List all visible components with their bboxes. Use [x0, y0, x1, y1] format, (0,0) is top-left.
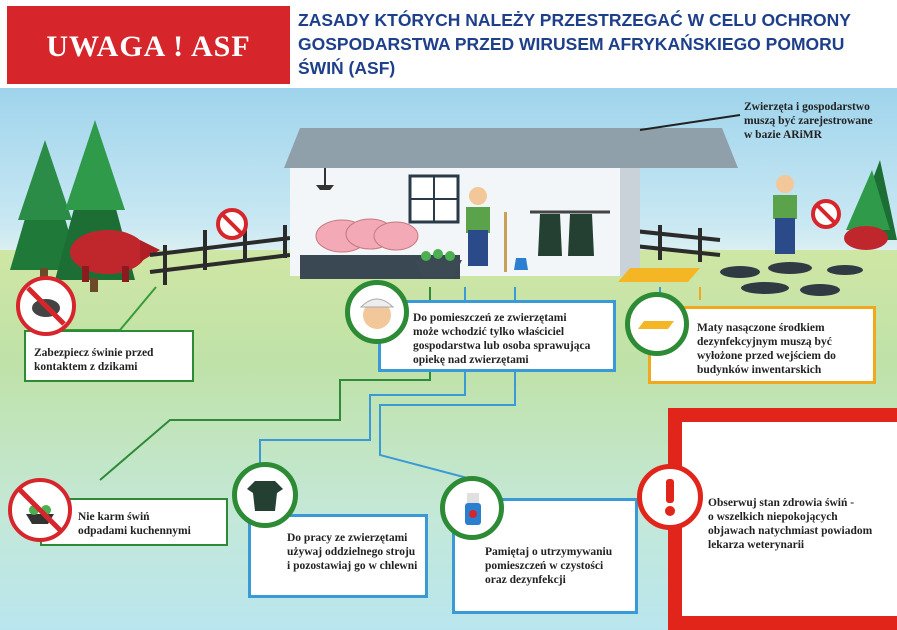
- note-line: może wchodzić tylko właściciel: [413, 326, 565, 338]
- note-line: budynków inwentarskich: [697, 364, 822, 376]
- registration-note: Zwierzęta i gospodarstwo muszą być zarej…: [740, 98, 896, 148]
- exclamation-icon: [637, 464, 703, 530]
- note-line: w bazie ARiMR: [744, 129, 822, 141]
- wild-boar-note: Zabezpiecz świnie przed kontaktem z dzik…: [24, 330, 194, 382]
- pigs: [315, 218, 419, 253]
- disinfection-mat: [618, 268, 700, 282]
- clothing-note: Do pracy ze zwierzętami używaj oddzielne…: [248, 514, 428, 598]
- feeder: [414, 249, 462, 276]
- disinfectant-spray-icon: [440, 476, 504, 540]
- note-line: oraz dezynfekcji: [485, 574, 566, 586]
- no-wild-boar-icon: [16, 276, 76, 336]
- hanging-clothes: [530, 210, 610, 256]
- note-line: Zabezpiecz świnie przed: [34, 347, 154, 359]
- disinfection-mat-icon: [625, 292, 689, 356]
- farmer-head-icon: [345, 280, 409, 344]
- note-line: Do pomieszczeń ze zwierzętami: [413, 312, 567, 324]
- poster-title-line: ZASADY KTÓRYCH NALEŻY PRZESTRZEGAĆ W CEL…: [298, 10, 851, 30]
- stones: [720, 262, 863, 296]
- work-shirt-icon: [232, 462, 298, 528]
- note-line: Obserwuj stan zdrowia świń -: [708, 497, 855, 509]
- access-note: Do pomieszczeń ze zwierzętami może wchod…: [378, 300, 616, 372]
- note-line: objawach natychmiast powiadom: [708, 525, 873, 537]
- note-line: Pamiętaj o utrzymywaniu: [485, 546, 613, 558]
- warning-badge-text: UWAGA ! ASF: [46, 30, 251, 63]
- note-line: muszą być zarejestrowane: [744, 115, 873, 127]
- farmer-in-barn: [466, 187, 528, 272]
- fence: [149, 225, 721, 285]
- note-line: dezynfekcyjnym muszą być: [697, 336, 832, 348]
- wild-boar-right: [844, 226, 888, 250]
- note-line: odpadami kuchennymi: [78, 525, 191, 537]
- note-line: Do pracy ze zwierzętami: [287, 532, 408, 544]
- note-line: o wszelkich niepokojących: [708, 511, 838, 523]
- farmer-outside: [773, 175, 797, 254]
- health-note: Obserwuj stan zdrowia świń - o wszelkich…: [694, 494, 897, 564]
- note-line: Nie karm świń: [78, 511, 150, 523]
- wild-boar-left: [70, 230, 160, 282]
- no-boar-sign-right: [811, 199, 841, 229]
- pig-barn: [284, 128, 738, 279]
- no-entry-sign: [216, 208, 248, 240]
- poster-title-line: GOSPODARSTWA PRZED WIRUSEM AFRYKAŃSKIEGO…: [298, 34, 845, 54]
- poster-title: ZASADY KTÓRYCH NALEŻY PRZESTRZEGAĆ W CEL…: [298, 8, 892, 80]
- note-line: wyłożone przed wejściem do: [697, 350, 836, 362]
- pine-trees-right: [846, 160, 897, 240]
- note-line: i pozostawiaj go w chlewni: [287, 560, 418, 572]
- no-kitchen-waste-icon: [8, 478, 72, 542]
- note-line: pomieszczeń w czystości: [485, 560, 604, 572]
- note-line: gospodarstwa lub osoba sprawująca: [413, 340, 591, 352]
- note-line: używaj oddzielnego stroju: [287, 546, 416, 558]
- warning-badge: UWAGA ! ASF: [7, 6, 290, 84]
- note-line: Zwierzęta i gospodarstwo: [744, 101, 870, 113]
- mats-note: Maty nasączone środkiem dezynfekcyjnym m…: [648, 306, 876, 384]
- note-line: Maty nasączone środkiem: [697, 322, 825, 334]
- note-line: opiekę nad zwierzętami: [413, 354, 529, 366]
- note-line: lekarza weterynarii: [708, 539, 805, 551]
- poster-title-line: ŚWIŃ (ASF): [298, 58, 396, 78]
- note-line: kontaktem z dzikami: [34, 361, 138, 373]
